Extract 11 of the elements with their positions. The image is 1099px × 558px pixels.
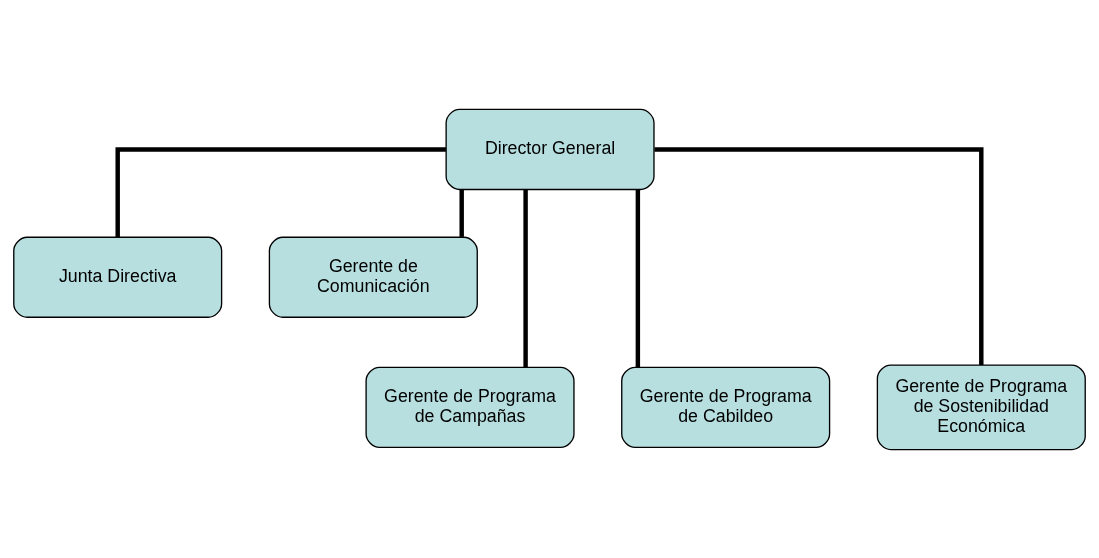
connector bbox=[635, 189, 641, 367]
connector bbox=[523, 189, 528, 367]
node-box: Gerente de Programa de Cabildeo bbox=[621, 366, 831, 448]
connector bbox=[115, 146, 446, 237]
connector bbox=[654, 146, 984, 365]
node-box: Gerente de Programa de Sostenibilidad Económica bbox=[876, 363, 1086, 450]
node-box: Gerente de Comunicación bbox=[268, 236, 478, 318]
node-box: Gerente de Programa de Campañas bbox=[365, 366, 575, 448]
node-box: Director General bbox=[445, 108, 655, 190]
connector bbox=[459, 189, 464, 237]
node-box: Junta Directiva bbox=[13, 236, 223, 318]
